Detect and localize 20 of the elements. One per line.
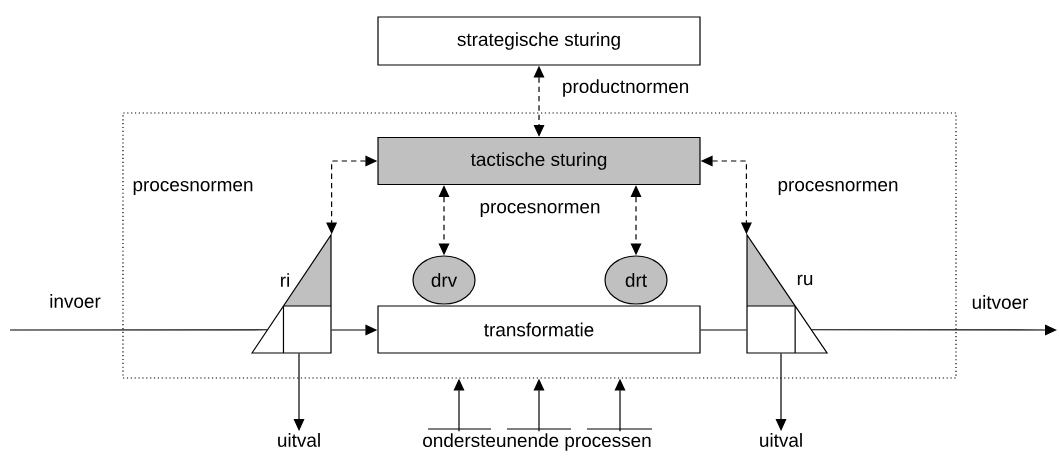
symbol-label: ru (797, 274, 813, 286)
edge-label: uitvoer (970, 293, 1030, 311)
edge-label: procesnormen (776, 179, 900, 197)
edge-label: procesnormen (131, 179, 255, 197)
edge-label: productnormen (560, 77, 691, 99)
caption-text: uitval (760, 433, 802, 447)
arrow (810, 324, 1057, 336)
process-box: strategische sturing (377, 16, 701, 66)
caption-text: ondersteunende processen (423, 433, 651, 451)
process-box: transformatie (377, 305, 701, 354)
control-box: tactische sturing (377, 136, 701, 186)
edge-label: procesnormen (478, 201, 602, 219)
system-boundary (122, 112, 957, 379)
ellipse-node: drt (604, 255, 668, 305)
ellipse-node: drv (412, 255, 476, 305)
edge-label: invoer (47, 292, 103, 310)
line (9, 329, 269, 331)
caption-text: uitval (278, 433, 320, 447)
line (700, 329, 747, 331)
symbol-label: ri (281, 273, 289, 287)
